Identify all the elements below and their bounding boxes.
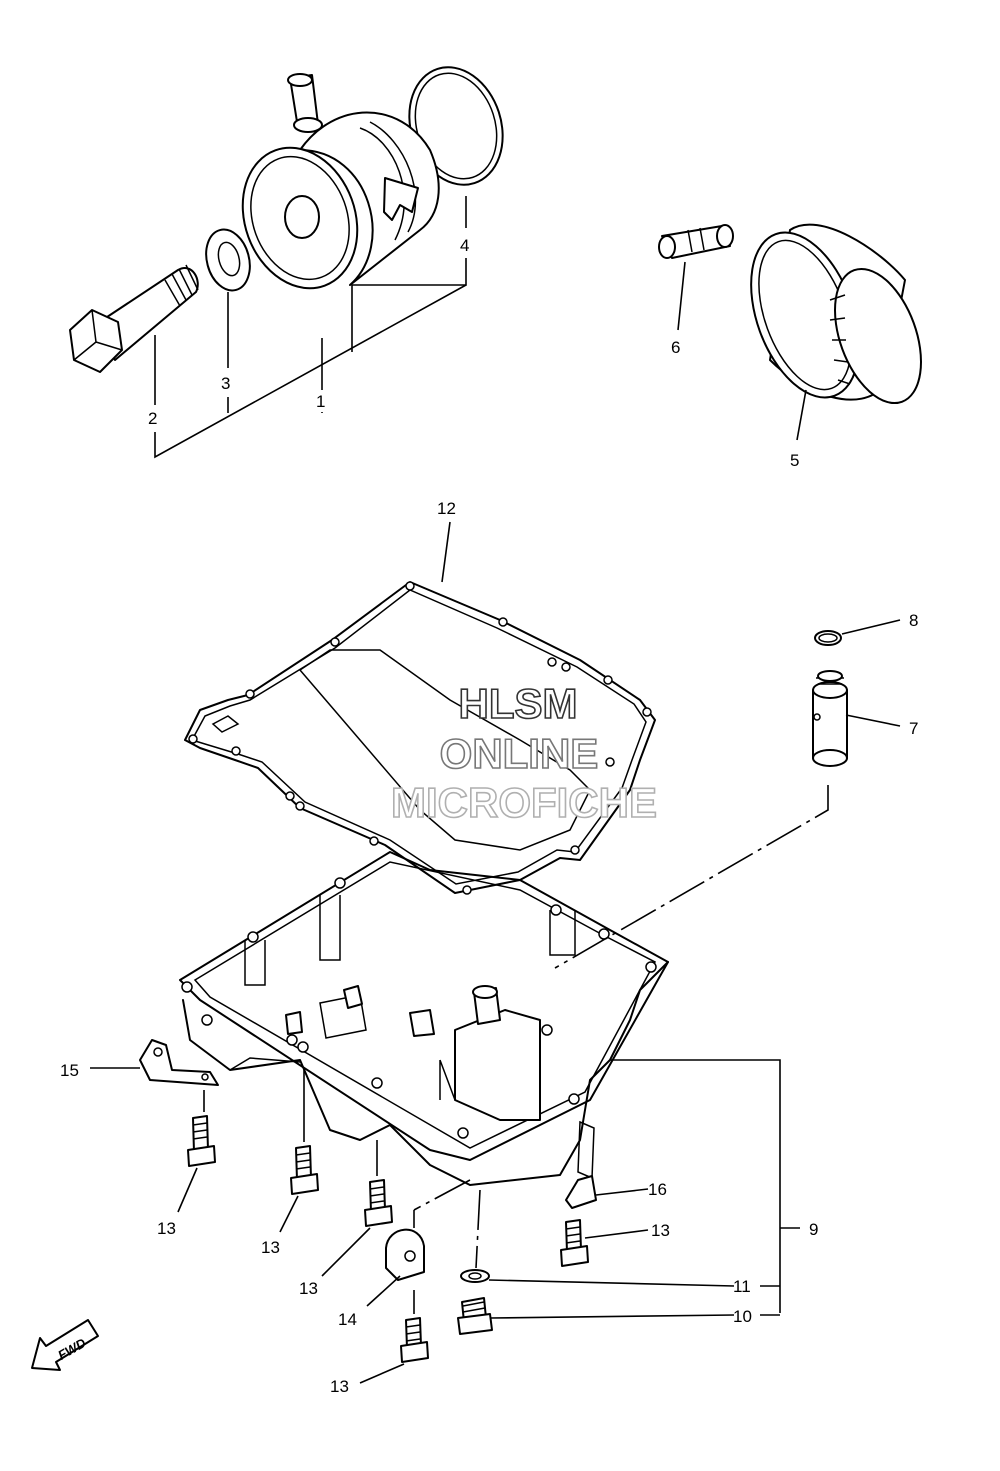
strainer-o-ring-part bbox=[814, 619, 901, 646]
bolt-part-1 bbox=[177, 1090, 216, 1213]
callout-7: 7 bbox=[909, 719, 918, 738]
callout-13-a: 13 bbox=[157, 1219, 176, 1238]
callout-15: 15 bbox=[60, 1061, 79, 1080]
callout-13-d: 13 bbox=[651, 1221, 670, 1240]
callout-3: 3 bbox=[221, 374, 230, 393]
callout-11: 11 bbox=[733, 1277, 751, 1296]
oil-filter-part bbox=[750, 223, 922, 405]
watermark-line-2: ONLINE bbox=[440, 730, 599, 777]
plate-part bbox=[565, 1175, 649, 1209]
watermark-line-1: HLSM bbox=[459, 680, 578, 727]
callout-13-b: 13 bbox=[261, 1238, 280, 1257]
drain-plug-part bbox=[457, 1297, 735, 1335]
callout-13-c: 13 bbox=[299, 1279, 318, 1298]
watermark-line-3: MICROFICHE bbox=[391, 779, 657, 826]
callout-16: 16 bbox=[648, 1180, 667, 1199]
oil-cooler-part bbox=[241, 73, 440, 290]
union-bolt-part bbox=[69, 264, 199, 373]
bolt-part-2 bbox=[279, 1070, 319, 1233]
oil-strainer-pipe-part bbox=[812, 670, 901, 767]
watermark: HLSM ONLINE MICROFICHE bbox=[390, 679, 658, 827]
oil-filter-group bbox=[658, 223, 922, 441]
callout-10: 10 bbox=[733, 1307, 752, 1326]
callout-1: 1 bbox=[316, 392, 325, 411]
oil-cooler-group bbox=[69, 66, 504, 459]
bracket-part bbox=[90, 1039, 219, 1086]
drain-gasket-part bbox=[460, 1189, 735, 1287]
bolt-part-5 bbox=[359, 1290, 429, 1384]
callout-labels: 1 2 3 4 5 6 7 8 9 10 11 12 13 13 13 13 1… bbox=[60, 236, 918, 1396]
callout-4: 4 bbox=[460, 236, 469, 255]
callout-5: 5 bbox=[790, 451, 799, 470]
callout-2: 2 bbox=[148, 409, 157, 428]
callout-13-e: 13 bbox=[330, 1377, 349, 1396]
stud-bolt-part bbox=[658, 224, 734, 259]
callout-12: 12 bbox=[437, 499, 456, 518]
bolt-part-3 bbox=[321, 1140, 393, 1277]
guide-part bbox=[366, 1179, 471, 1307]
callout-8: 8 bbox=[909, 611, 918, 630]
fwd-arrow-icon: FWD bbox=[31, 1319, 99, 1371]
callout-14: 14 bbox=[338, 1310, 357, 1329]
bolt-part-4 bbox=[560, 1219, 649, 1267]
oil-pan-gasket-part bbox=[184, 521, 656, 895]
callout-6: 6 bbox=[671, 338, 680, 357]
oil-pan-part bbox=[179, 785, 829, 1313]
callout-9: 9 bbox=[809, 1220, 818, 1239]
